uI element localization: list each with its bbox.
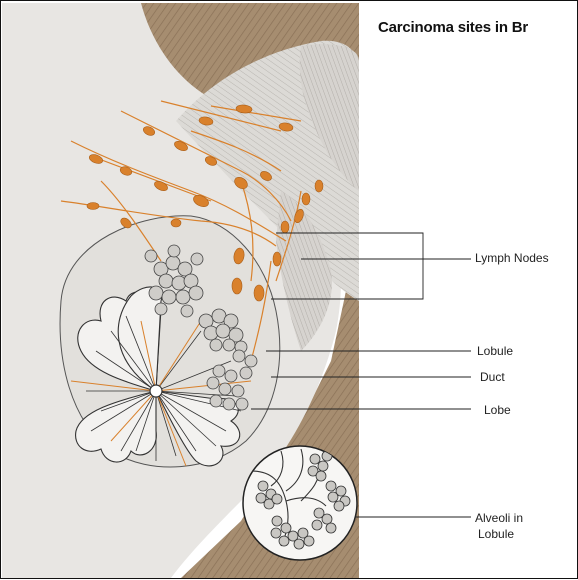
label-duct: Duct [480, 370, 505, 384]
nipple [150, 385, 162, 397]
alveoli-lens [243, 446, 357, 560]
label-lymph-nodes: Lymph Nodes [475, 251, 549, 265]
label-lobe: Lobe [484, 403, 511, 417]
label-alveoli-line2: Lobule [478, 527, 514, 541]
label-alveoli-line1: Alveoli in [475, 511, 523, 525]
diagram-title: Carcinoma sites in Br [378, 19, 528, 36]
label-lobule: Lobule [477, 344, 513, 358]
